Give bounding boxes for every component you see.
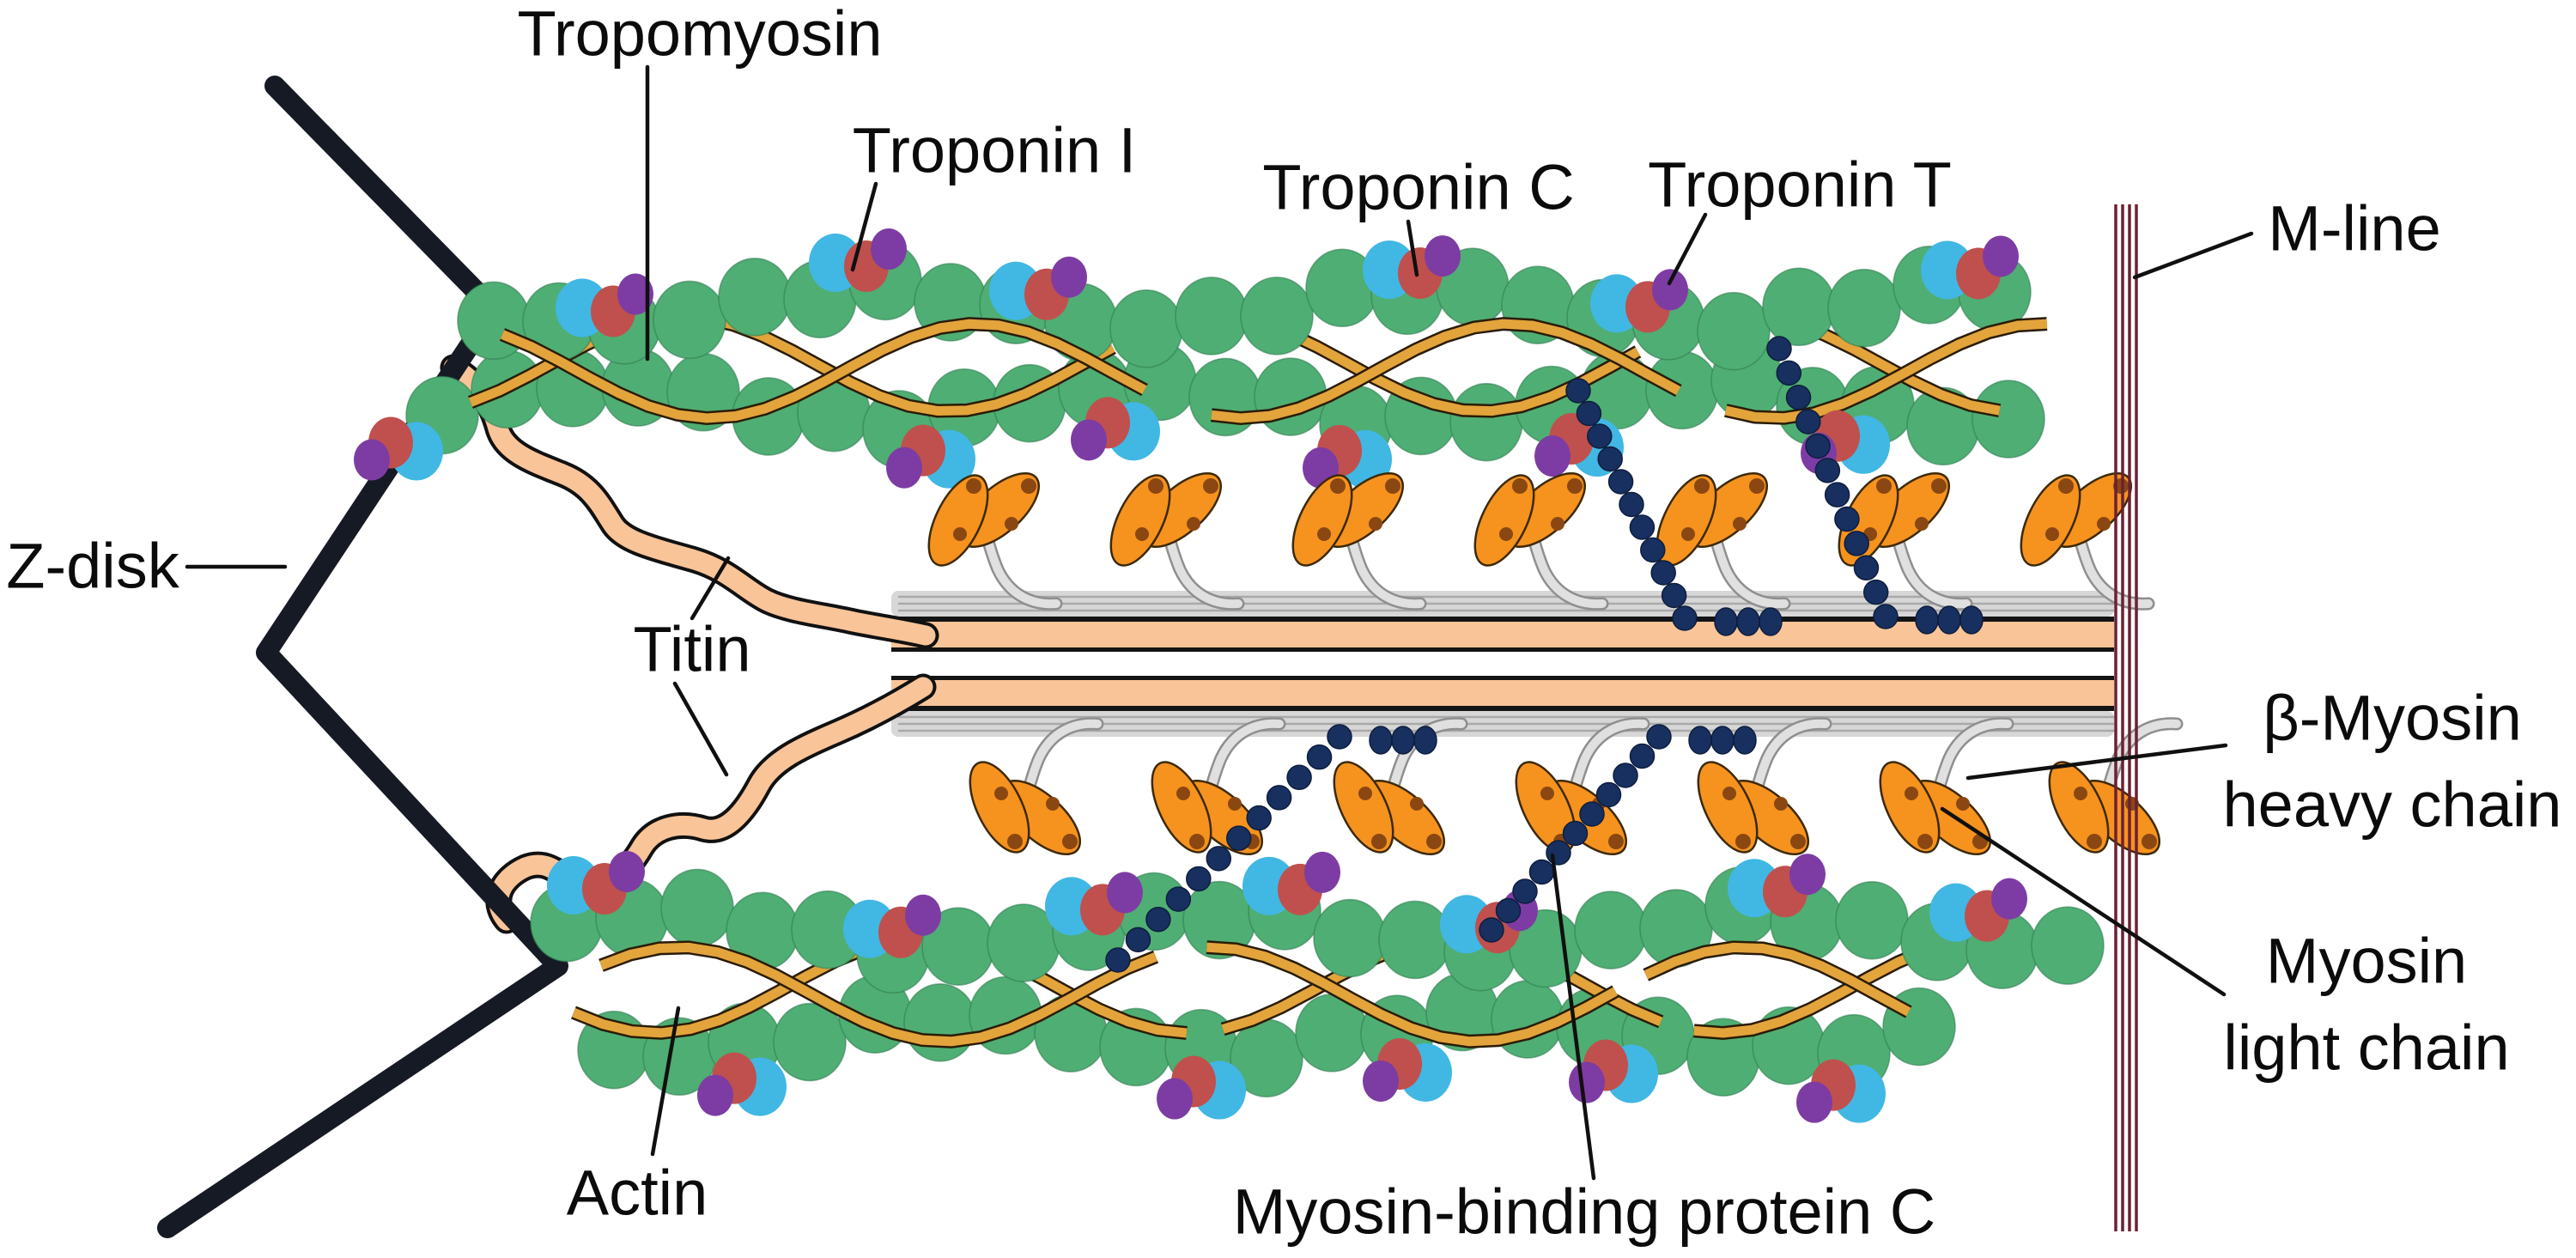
myosin-head — [1656, 471, 1791, 611]
myosin-head — [1838, 471, 1973, 611]
actin-pointer — [650, 1006, 681, 1157]
titin-pointer-lower — [672, 681, 729, 777]
myosin-head — [927, 471, 1063, 611]
myosin-head — [1151, 717, 1286, 856]
troponin-t-pointer — [1667, 212, 1708, 286]
myosin-head — [1473, 471, 1609, 611]
myosin-head — [1697, 717, 1832, 856]
myosin-head — [969, 717, 1104, 856]
troponin-i-pointer — [850, 181, 878, 272]
myosin-head — [1879, 717, 2014, 856]
myosin-head — [1291, 471, 1427, 611]
troponin-c-pointer — [1406, 219, 1419, 277]
titin-pointer-upper — [690, 556, 731, 621]
myosin-head — [1109, 471, 1245, 611]
myosin-head — [1333, 717, 1468, 856]
myosin-head — [2020, 471, 2155, 611]
beta-myosin-pointer — [1965, 743, 2228, 781]
m-line-pointer — [2132, 231, 2254, 280]
myosin-light-chain-pointer — [1940, 806, 2227, 997]
mybpc-pointer — [1550, 853, 1596, 1181]
myosin-head — [2048, 717, 2184, 856]
